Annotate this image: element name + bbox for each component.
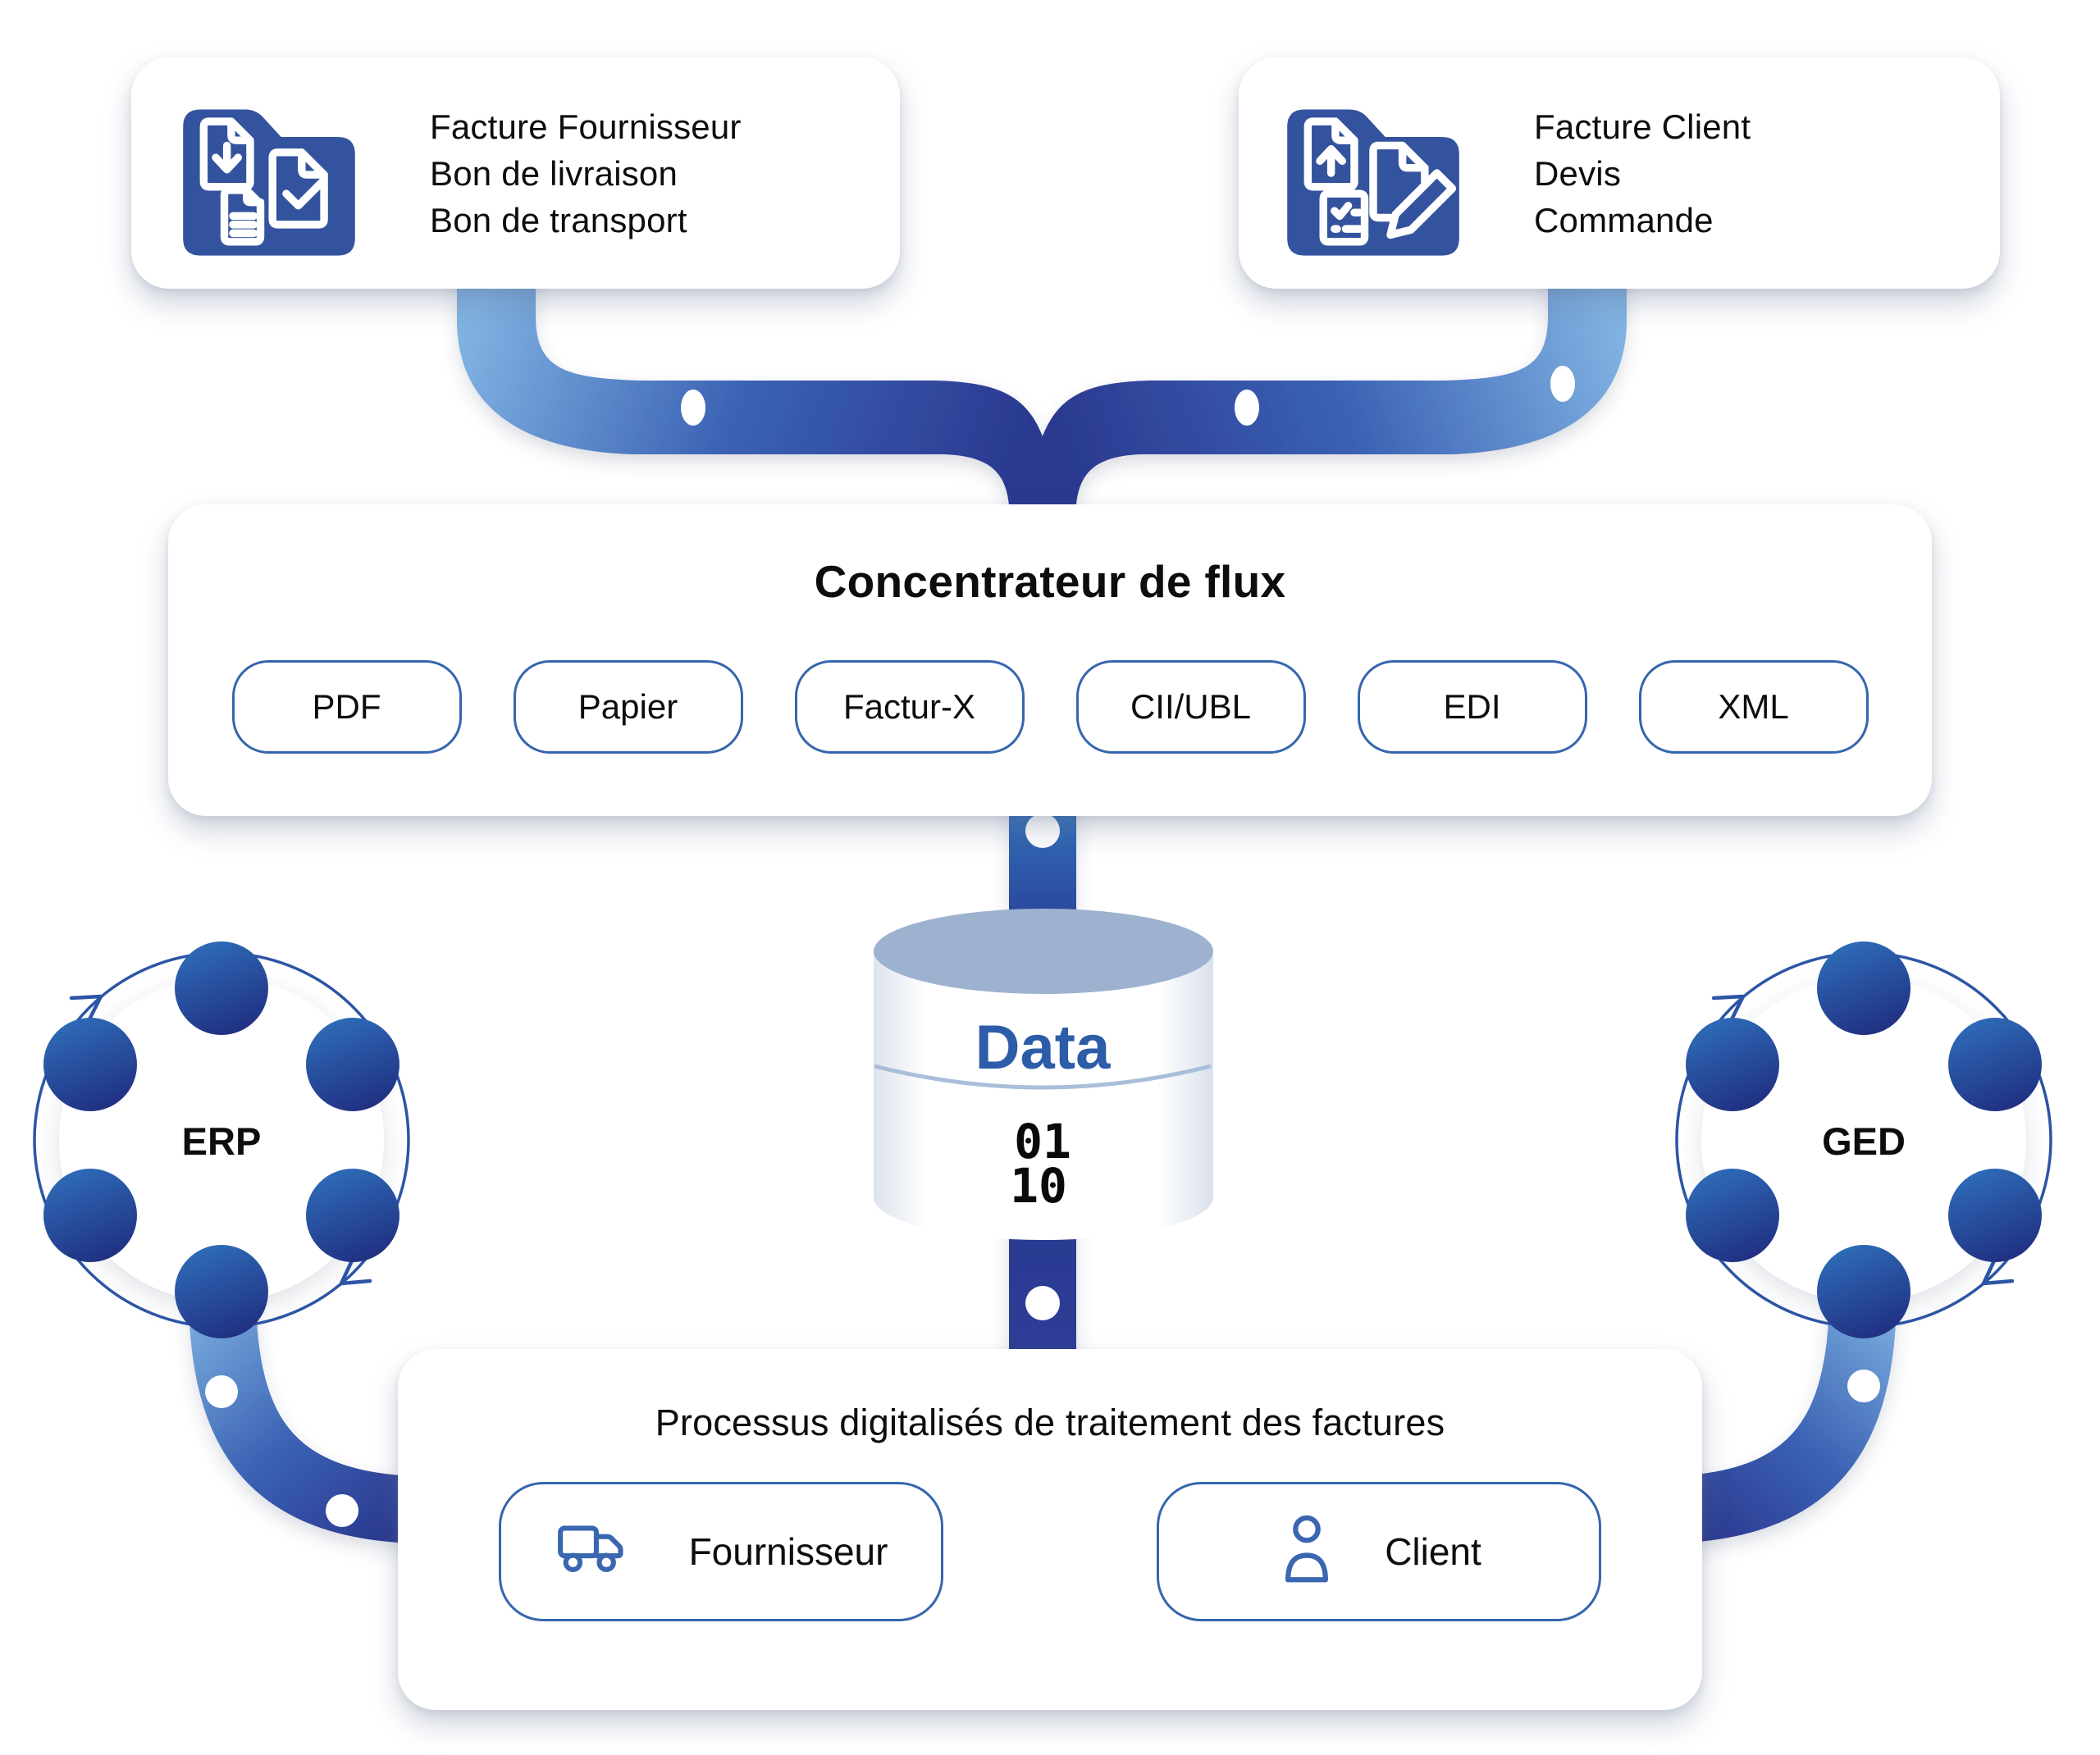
- process-card: Processus digitalisés de traitement des …: [398, 1349, 1702, 1710]
- flow-dot: [205, 1375, 238, 1408]
- ged-node: [1948, 1018, 2042, 1111]
- cycle-arrow-icon: [1711, 994, 1746, 1025]
- ged-label: GED: [1822, 1119, 1906, 1163]
- format-pill-pdf: PDF: [231, 660, 462, 754]
- flow-dot: [1550, 366, 1575, 402]
- folder-documents-download-icon: [183, 109, 355, 256]
- folder-documents-upload-icon: [1287, 109, 1459, 256]
- document-type: Bon de livraison: [430, 153, 678, 193]
- ribbon-suppliers-to-concentrator: [457, 238, 1043, 518]
- erp-node: [175, 1245, 268, 1338]
- ged-node: [1686, 1169, 1779, 1262]
- process-title: Processus digitalisés de traitement des …: [655, 1402, 1445, 1443]
- erp-node: [306, 1018, 399, 1111]
- cycle-arrow-icon: [339, 1255, 372, 1286]
- database-label: Data: [975, 1013, 1111, 1083]
- document-type: Commande: [1534, 200, 1714, 239]
- erp-nodes: [43, 941, 399, 1338]
- person-icon: [1285, 1515, 1329, 1583]
- ged-node: [1817, 1245, 1911, 1338]
- flow-dots: [205, 366, 1880, 1527]
- format-pill-facturx: Factur-X: [794, 660, 1025, 754]
- binary-line: 01: [1014, 1114, 1071, 1169]
- erp-node: [43, 1018, 137, 1111]
- erp-ring: ERP: [33, 941, 410, 1338]
- ged-node: [1948, 1169, 2042, 1262]
- actor-pill-fournisseur: Fournisseur: [499, 1482, 943, 1621]
- format-pill-xml: XML: [1638, 660, 1869, 754]
- client-documents-card: Facture Client Devis Commande: [1239, 57, 2000, 289]
- flow-dot: [1025, 1286, 1060, 1320]
- actor-label: Fournisseur: [688, 1530, 888, 1573]
- document-check-icon: [268, 148, 328, 229]
- clipboard-checklist-icon: [1319, 189, 1369, 246]
- document-type: Facture Client: [1534, 107, 1751, 146]
- cycle-arrow-icon: [1981, 1255, 2015, 1286]
- supplier-documents-card: Facture Fournisseur Bon de livraison Bon…: [131, 57, 900, 289]
- ribbon-clients-to-concentrator: [1043, 238, 1627, 518]
- binary-line: 10: [1010, 1158, 1067, 1214]
- ged-node: [1686, 1018, 1779, 1111]
- actor-pills: Fournisseur Client: [499, 1482, 1601, 1621]
- actor-label: Client: [1385, 1530, 1481, 1573]
- cycle-arrow-icon: [69, 994, 103, 1025]
- actor-pill-client: Client: [1157, 1482, 1601, 1621]
- client-documents-list: Facture Client Devis Commande: [1534, 103, 1751, 244]
- erp-node: [43, 1169, 137, 1262]
- flow-dot: [1235, 390, 1259, 426]
- format-pill-ciiubl: CII/UBL: [1075, 660, 1306, 754]
- supplier-documents-list: Facture Fournisseur Bon de livraison Bon…: [430, 103, 742, 244]
- document-type: Facture Fournisseur: [430, 107, 742, 146]
- document-upload-icon: [1303, 117, 1358, 191]
- cylinder-body: [874, 951, 1213, 1240]
- cylinder-divider: [874, 1064, 1212, 1090]
- erp-node: [175, 941, 268, 1035]
- document-type: Bon de transport: [430, 200, 687, 239]
- flow-dot: [681, 390, 705, 426]
- erp-disk: [59, 978, 384, 1302]
- erp-node: [306, 1169, 399, 1262]
- document-lines-icon: [220, 186, 265, 246]
- ged-nodes: [1686, 941, 2042, 1338]
- flow-dot: [1847, 1370, 1880, 1402]
- truck-icon: [557, 1525, 623, 1572]
- ged-disk: [1701, 978, 2026, 1302]
- ged-node: [1817, 941, 1911, 1035]
- flow-dot: [1025, 814, 1060, 848]
- cylinder-top: [874, 909, 1213, 994]
- concentrator-title: Concentrateur de flux: [814, 556, 1286, 607]
- format-pills: PDF Papier Factur-X CII/UBL EDI XML: [231, 660, 1869, 754]
- format-pill-papier: Papier: [513, 660, 743, 754]
- flow-dot: [326, 1494, 358, 1527]
- database-cylinder: Data 01 10: [874, 909, 1213, 1240]
- ged-ring: GED: [1675, 941, 2052, 1338]
- pencil-icon: [1386, 169, 1457, 239]
- concentrator-card: Concentrateur de flux PDF Papier Factur-…: [168, 504, 1932, 816]
- erp-label: ERP: [182, 1119, 262, 1163]
- document-type: Devis: [1534, 153, 1622, 193]
- format-pill-edi: EDI: [1357, 660, 1587, 754]
- document-download-icon: [199, 117, 254, 191]
